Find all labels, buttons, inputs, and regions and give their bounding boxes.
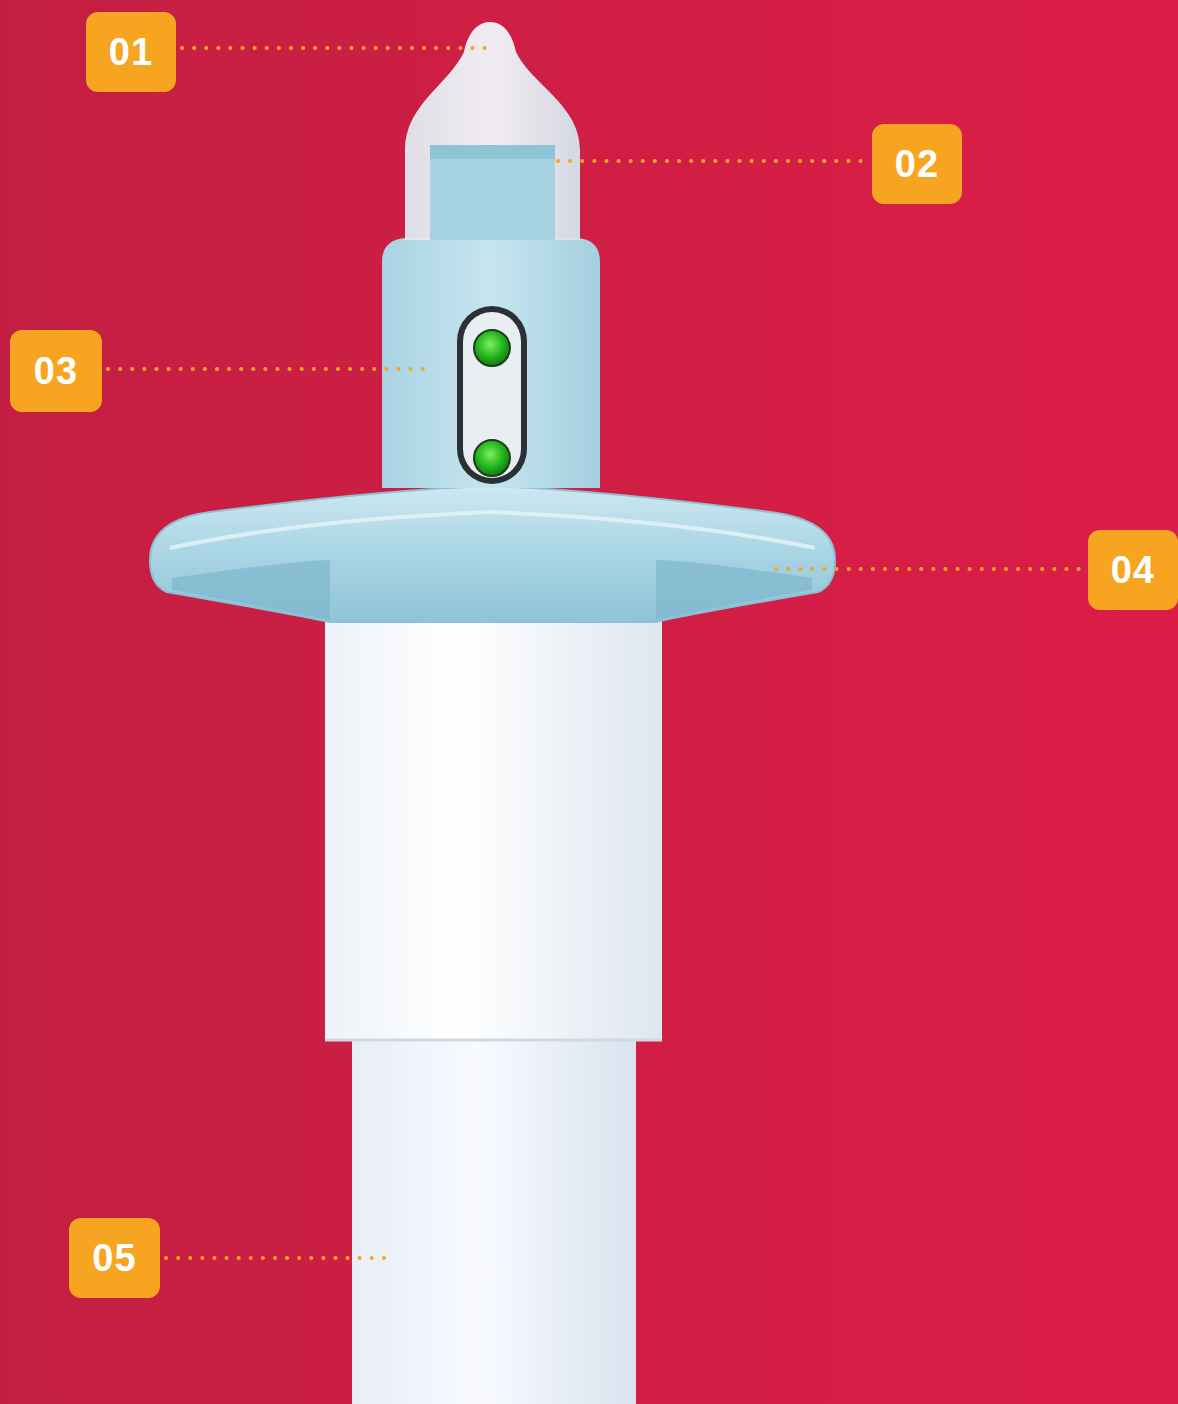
- callout-number: 04: [1088, 530, 1178, 610]
- nozzle-tip: [405, 22, 580, 240]
- indicator-window: [463, 312, 521, 478]
- flange-highlight: [170, 512, 815, 548]
- leader-line: [182, 46, 492, 50]
- indicator-dot: [474, 330, 510, 366]
- body-edge: [325, 1039, 662, 1042]
- leader-line: [166, 1256, 394, 1260]
- device-body: [325, 555, 662, 1040]
- callout-number: 03: [10, 330, 102, 412]
- callout-number: 01: [86, 12, 176, 92]
- leader-line: [776, 567, 1082, 571]
- callout-number: 02: [872, 124, 962, 204]
- indicator-frame: [457, 306, 527, 484]
- collar: [382, 238, 600, 488]
- lower-cylinder: [352, 1030, 636, 1404]
- leader-line: [108, 367, 424, 371]
- inner-window: [430, 145, 555, 240]
- flange-underside: [172, 560, 330, 620]
- indicator-dot: [474, 440, 510, 476]
- leader-line: [558, 159, 866, 163]
- finger-flange: [150, 486, 835, 622]
- inner-window-edge: [430, 145, 555, 159]
- callout-number: 05: [69, 1218, 160, 1298]
